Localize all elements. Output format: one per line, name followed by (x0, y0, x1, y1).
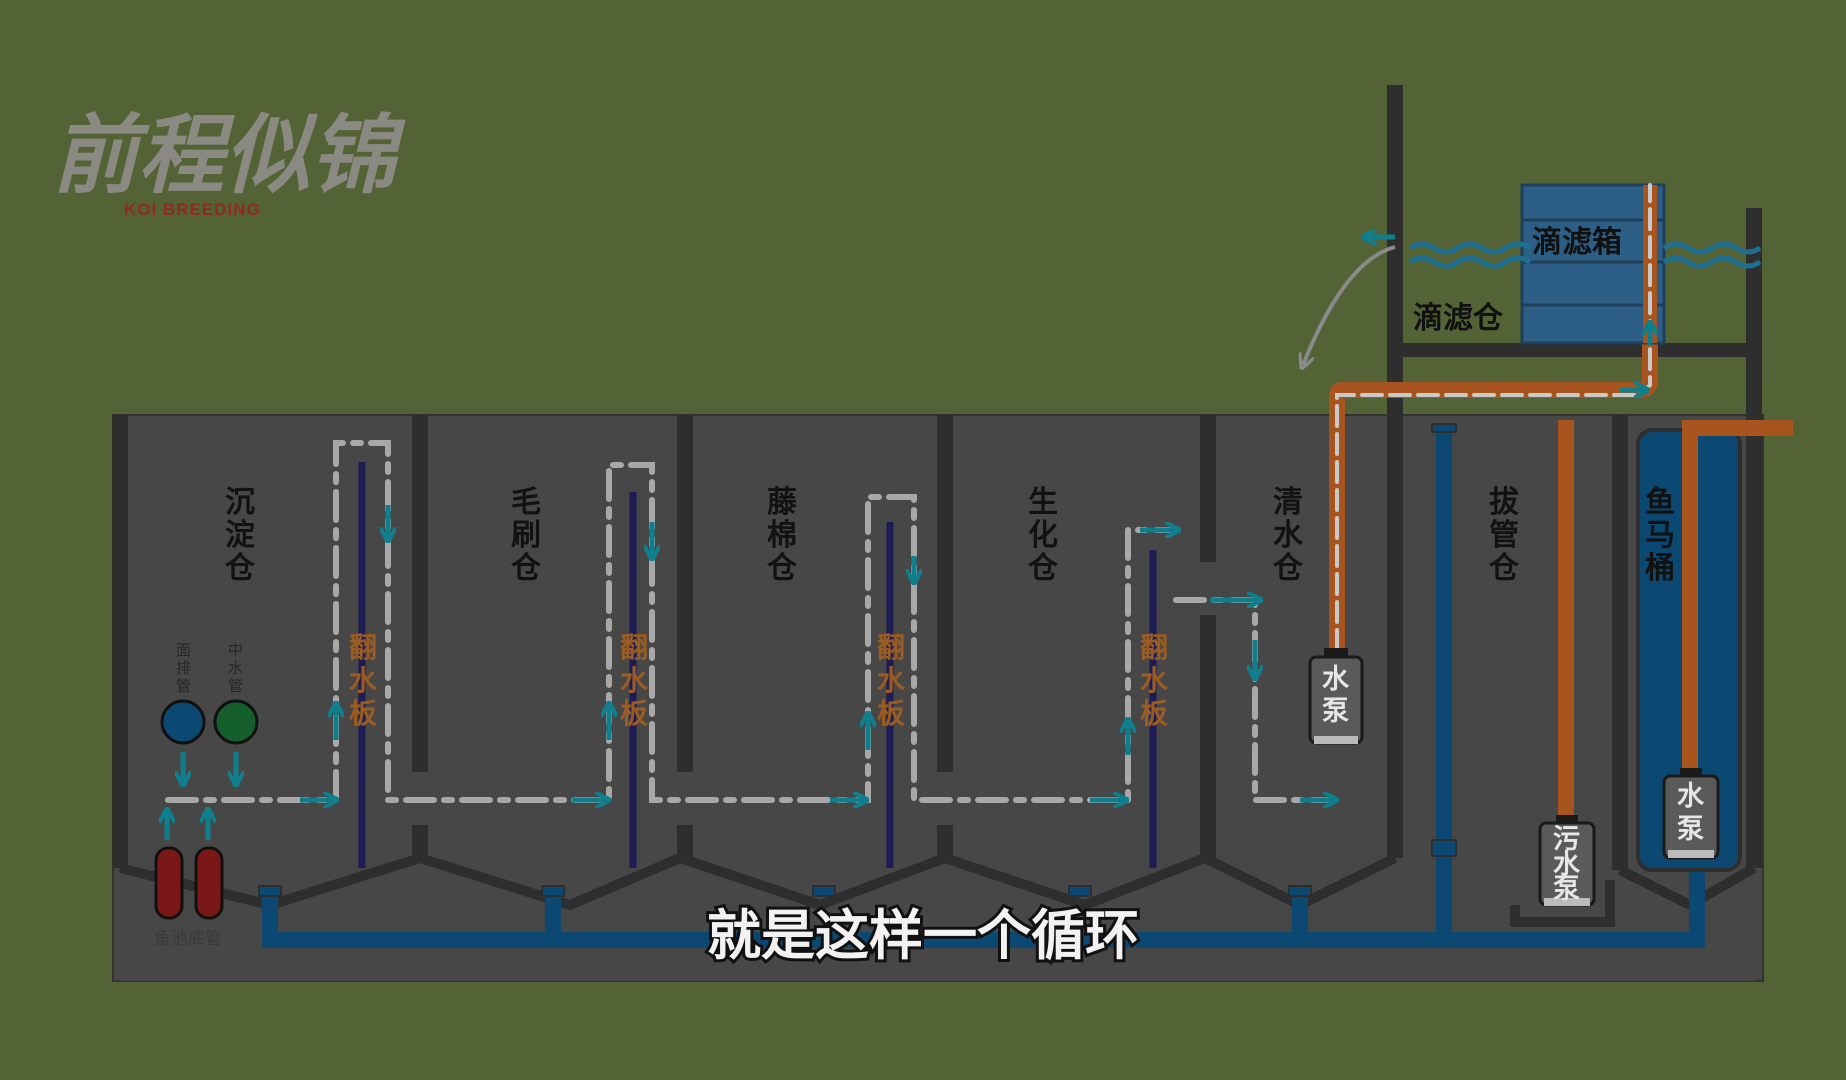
baffle-label: 翻 水 板 (349, 631, 378, 730)
sump-bottom (118, 852, 1757, 981)
chamber-label-sedimentation: 沉 淀 仓 (225, 485, 256, 586)
baffle-label: 翻 水 板 (620, 631, 649, 730)
logo-title: 前程似锦 (52, 105, 406, 206)
overflow-arrow (1303, 245, 1396, 365)
chamber-label-clear-water: 清 水 仓 (1273, 485, 1304, 586)
baffle-label: 翻 水 板 (1140, 631, 1169, 730)
svg-text:藤: 藤 (767, 485, 798, 520)
svg-text:化: 化 (1028, 518, 1058, 553)
svg-text:泵: 泵 (1553, 874, 1580, 905)
svg-text:水: 水 (1553, 849, 1581, 880)
middle-pipe-label: 中 水 管 (228, 641, 243, 695)
fish-toilet-label: 鱼 马 桶 (1645, 485, 1675, 586)
drip-box (1408, 183, 1762, 345)
svg-text:板: 板 (1140, 697, 1168, 730)
svg-text:仓: 仓 (511, 551, 542, 586)
surface-pipe-label: 面 排 管 (176, 641, 191, 695)
svg-text:刷: 刷 (511, 518, 541, 553)
svg-text:污: 污 (1553, 824, 1580, 855)
svg-text:泵: 泵 (1677, 814, 1704, 845)
chamber-label-brush: 毛 刷 仓 (511, 485, 542, 586)
inlet-pipes (154, 699, 259, 920)
svg-text:泵: 泵 (1322, 696, 1349, 727)
drip-box-label: 滴滤箱 (1532, 225, 1622, 260)
water-pump-toilet (1662, 768, 1720, 860)
svg-text:水: 水 (1140, 664, 1169, 697)
svg-text:水: 水 (228, 659, 243, 677)
svg-text:板: 板 (620, 697, 648, 730)
svg-text:仓: 仓 (1028, 551, 1059, 586)
partition-walls (412, 85, 1628, 870)
svg-text:管: 管 (1489, 518, 1519, 553)
svg-text:桶: 桶 (1645, 551, 1675, 586)
chamber-labels: 沉 淀 仓 毛 刷 仓 藤 棉 仓 生 化 仓 清 水 仓 拔 管 仓 (225, 485, 1675, 586)
sewage-pump-label: 污 水 泵 (1553, 824, 1581, 905)
svg-text:生: 生 (1028, 485, 1058, 520)
chamber-label-pipe-pull: 拔 管 仓 (1489, 485, 1520, 586)
svg-text:鱼: 鱼 (1645, 485, 1675, 520)
svg-text:水: 水 (620, 664, 649, 697)
logo-subtitle: KOI BREEDING (124, 200, 261, 219)
svg-text:水: 水 (1273, 518, 1304, 553)
water-pump-clear (1308, 648, 1364, 745)
svg-text:沉: 沉 (225, 485, 255, 520)
video-subtitle: 就是这样一个循环 (707, 904, 1139, 967)
svg-text:中: 中 (228, 641, 243, 659)
svg-text:马: 马 (1645, 518, 1675, 553)
svg-text:棉: 棉 (767, 518, 797, 553)
svg-text:仓: 仓 (1489, 551, 1520, 586)
svg-text:板: 板 (877, 697, 905, 730)
chamber-label-bio: 生 化 仓 (1028, 485, 1059, 586)
svg-text:仓: 仓 (225, 551, 256, 586)
svg-text:板: 板 (349, 697, 377, 730)
bottom-drain-label: 鱼池底管 (154, 929, 222, 949)
svg-text:排: 排 (176, 659, 191, 677)
svg-text:翻: 翻 (1140, 631, 1168, 664)
water-pump-label: 水 泵 (1322, 664, 1350, 727)
svg-text:毛: 毛 (511, 485, 541, 520)
toilet-pump-label: 水 泵 (1677, 781, 1705, 845)
svg-text:仓: 仓 (1273, 551, 1304, 586)
svg-text:翻: 翻 (877, 631, 905, 664)
svg-text:管: 管 (176, 677, 191, 695)
svg-text:管: 管 (228, 677, 243, 695)
svg-text:水: 水 (877, 664, 906, 697)
tank-walls (112, 208, 1762, 868)
svg-text:翻: 翻 (349, 631, 377, 664)
chamber-label-rattan: 藤 棉 仓 (767, 485, 798, 586)
svg-text:水: 水 (349, 664, 378, 697)
baffle-label: 翻 水 板 (877, 631, 906, 730)
baffle-labels: 翻 水 板 翻 水 板 翻 水 板 翻 水 板 (349, 631, 1169, 730)
svg-text:面: 面 (176, 641, 191, 659)
sewage-pump (1538, 815, 1596, 907)
drain-pipe-caps (258, 423, 1457, 897)
svg-text:水: 水 (1322, 664, 1350, 695)
svg-text:水: 水 (1677, 781, 1705, 812)
logo: 前程似锦 KOI BREEDING (52, 105, 406, 219)
svg-text:淀: 淀 (225, 518, 255, 553)
svg-text:清: 清 (1273, 485, 1303, 520)
svg-text:仓: 仓 (767, 551, 798, 586)
drip-chamber-label: 滴滤仓 (1413, 301, 1504, 336)
svg-text:翻: 翻 (620, 631, 648, 664)
baffle-plates (358, 462, 1157, 868)
svg-text:拔: 拔 (1489, 485, 1520, 520)
